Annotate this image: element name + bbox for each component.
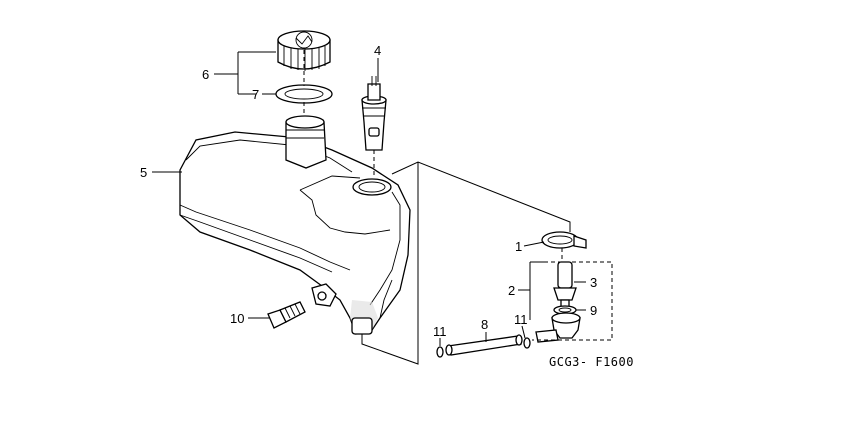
tube-clamp-left xyxy=(436,346,444,358)
callout-3: 3 xyxy=(590,275,597,290)
leader-lines xyxy=(152,50,613,365)
fuel-gauge-sender xyxy=(361,76,387,151)
callout-7: 7 xyxy=(252,87,259,102)
callout-9: 9 xyxy=(590,303,597,318)
tube-clamp-right xyxy=(523,337,531,349)
cap-gasket xyxy=(275,84,333,104)
callout-10: 10 xyxy=(230,311,244,326)
callout-1: 1 xyxy=(515,239,522,254)
callout-11-left: 11 xyxy=(433,324,447,339)
fuel-tank xyxy=(179,115,411,335)
callout-2: 2 xyxy=(508,283,515,298)
callout-6: 6 xyxy=(202,67,209,82)
fuel-cap xyxy=(277,30,331,71)
fuel-tube xyxy=(445,334,523,356)
fuel-joint xyxy=(553,261,577,309)
callout-8: 8 xyxy=(481,317,488,332)
callout-5: 5 xyxy=(140,165,147,180)
fuel-valve xyxy=(535,312,581,343)
diagram-code: GCG3- F1600 xyxy=(549,355,634,369)
callout-11-right: 11 xyxy=(514,312,528,327)
callout-4: 4 xyxy=(374,43,381,58)
tube-clip xyxy=(541,231,587,249)
flange-bolt xyxy=(267,301,306,329)
